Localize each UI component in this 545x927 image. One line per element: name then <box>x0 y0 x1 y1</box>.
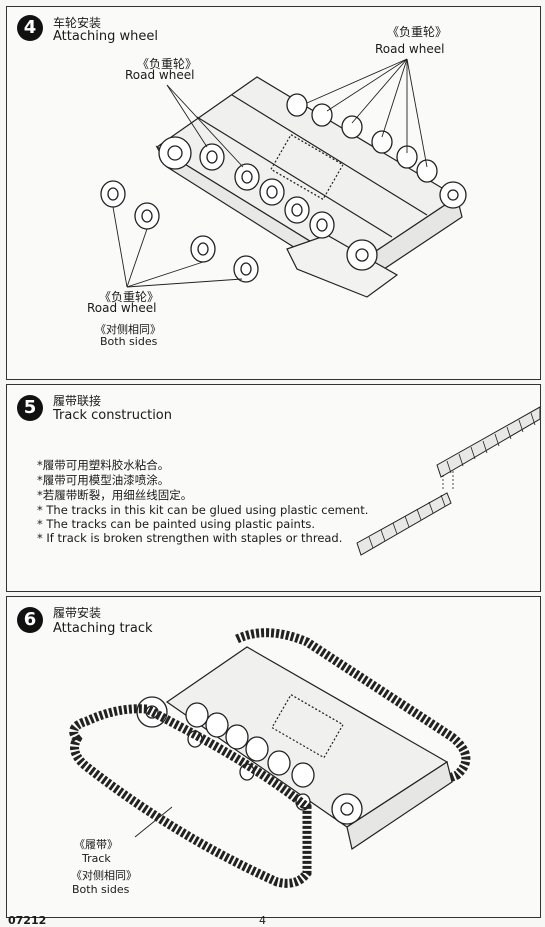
note-line: * The tracks can be painted using plasti… <box>37 517 315 531</box>
note-line: *若履带断裂，用细丝线固定。 <box>37 488 193 502</box>
callout-en-topright: Road wheel <box>375 42 445 56</box>
callout-cn-bottom: 《负重轮》 <box>99 290 160 304</box>
step-5-panel: 5 履带联接 Track construction *履带可用塑料胶水粘合。 *… <box>6 384 541 592</box>
step-title-cn: 履带联接 <box>53 394 102 408</box>
step-number-badge: 6 <box>17 607 43 633</box>
step-6-panel: 6 履带安装 Attaching track 《履带》 Track 《对侧相同》… <box>6 596 541 918</box>
note-line: *履带可用模型油漆喷涂。 <box>37 473 170 487</box>
step-4-panel: 4 车轮安装 Attaching wheel 《负重轮》 Road wheel … <box>6 6 541 380</box>
step-title-en: Attaching wheel <box>53 29 158 44</box>
track-label-cn: 《履带》 <box>74 838 118 851</box>
both-sides-cn: 《对侧相同》 <box>71 869 137 882</box>
both-sides-en: Both sides <box>72 883 130 896</box>
step-number-badge: 5 <box>17 395 43 421</box>
callout-cn-top: 《负重轮》 <box>137 57 198 71</box>
both-sides-en: Both sides <box>100 335 158 348</box>
attaching-track-illustration <box>69 628 471 888</box>
track-label-en: Track <box>82 852 111 865</box>
step-title-en: Track construction <box>53 408 172 423</box>
callout-en-top: Road wheel <box>125 68 195 82</box>
note-line: * The tracks in this kit can be glued us… <box>37 503 369 517</box>
note-line: * If track is broken strengthen with sta… <box>37 531 343 545</box>
chassis-wheel-illustration <box>100 58 467 298</box>
both-sides-cn: 《对侧相同》 <box>95 323 161 336</box>
step-title-en: Attaching track <box>53 621 153 636</box>
callout-en-bottom: Road wheel <box>87 301 157 315</box>
note-line: *履带可用塑料胶水粘合。 <box>37 458 170 472</box>
step-number-badge: 4 <box>17 15 43 41</box>
step-title-cn: 车轮安装 <box>53 16 102 30</box>
callout-cn-topright: 《负重轮》 <box>387 25 448 39</box>
track-construction-illustration <box>356 406 540 556</box>
step-title-cn: 履带安装 <box>53 606 102 620</box>
